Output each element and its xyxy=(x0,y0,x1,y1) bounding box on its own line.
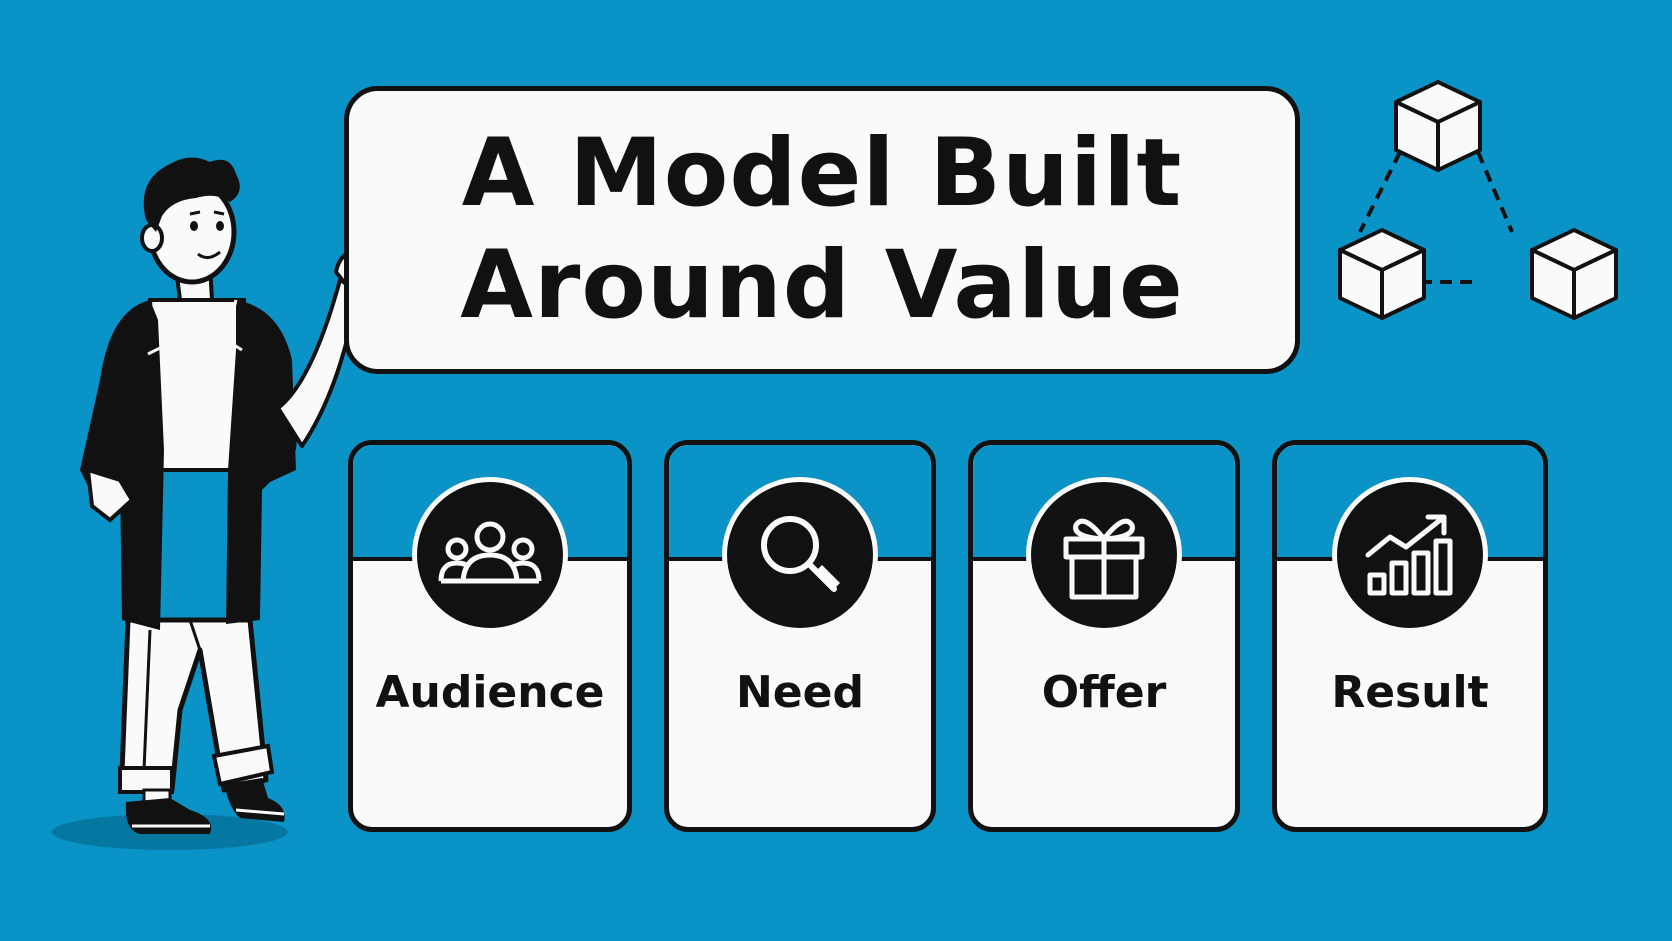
cube-network-icon xyxy=(1338,80,1618,320)
cube-left xyxy=(1338,228,1426,320)
icon-circle xyxy=(1026,477,1182,633)
people-icon xyxy=(438,521,542,584)
growth-chart-icon xyxy=(1365,514,1453,596)
gift-icon xyxy=(1063,518,1145,600)
card-result: Result xyxy=(1272,440,1548,832)
card-label: Audience xyxy=(375,667,605,718)
card-label: Offer xyxy=(1041,667,1167,718)
icon-circle xyxy=(412,477,568,633)
cube-top xyxy=(1394,80,1482,172)
title-box: A Model Built Around Value xyxy=(344,86,1300,374)
title-line-1: A Model Built xyxy=(461,119,1183,228)
icon-circle xyxy=(1332,477,1488,633)
card-label: Result xyxy=(1331,667,1489,718)
magnifier-icon xyxy=(761,516,840,592)
card-label: Need xyxy=(735,667,864,718)
card-offer: Offer xyxy=(968,440,1240,832)
title-line-2: Around Value xyxy=(460,231,1184,340)
card-audience: Audience xyxy=(348,440,632,832)
card-need: Need xyxy=(664,440,936,832)
cube-right xyxy=(1530,228,1618,320)
icon-circle xyxy=(722,477,878,633)
